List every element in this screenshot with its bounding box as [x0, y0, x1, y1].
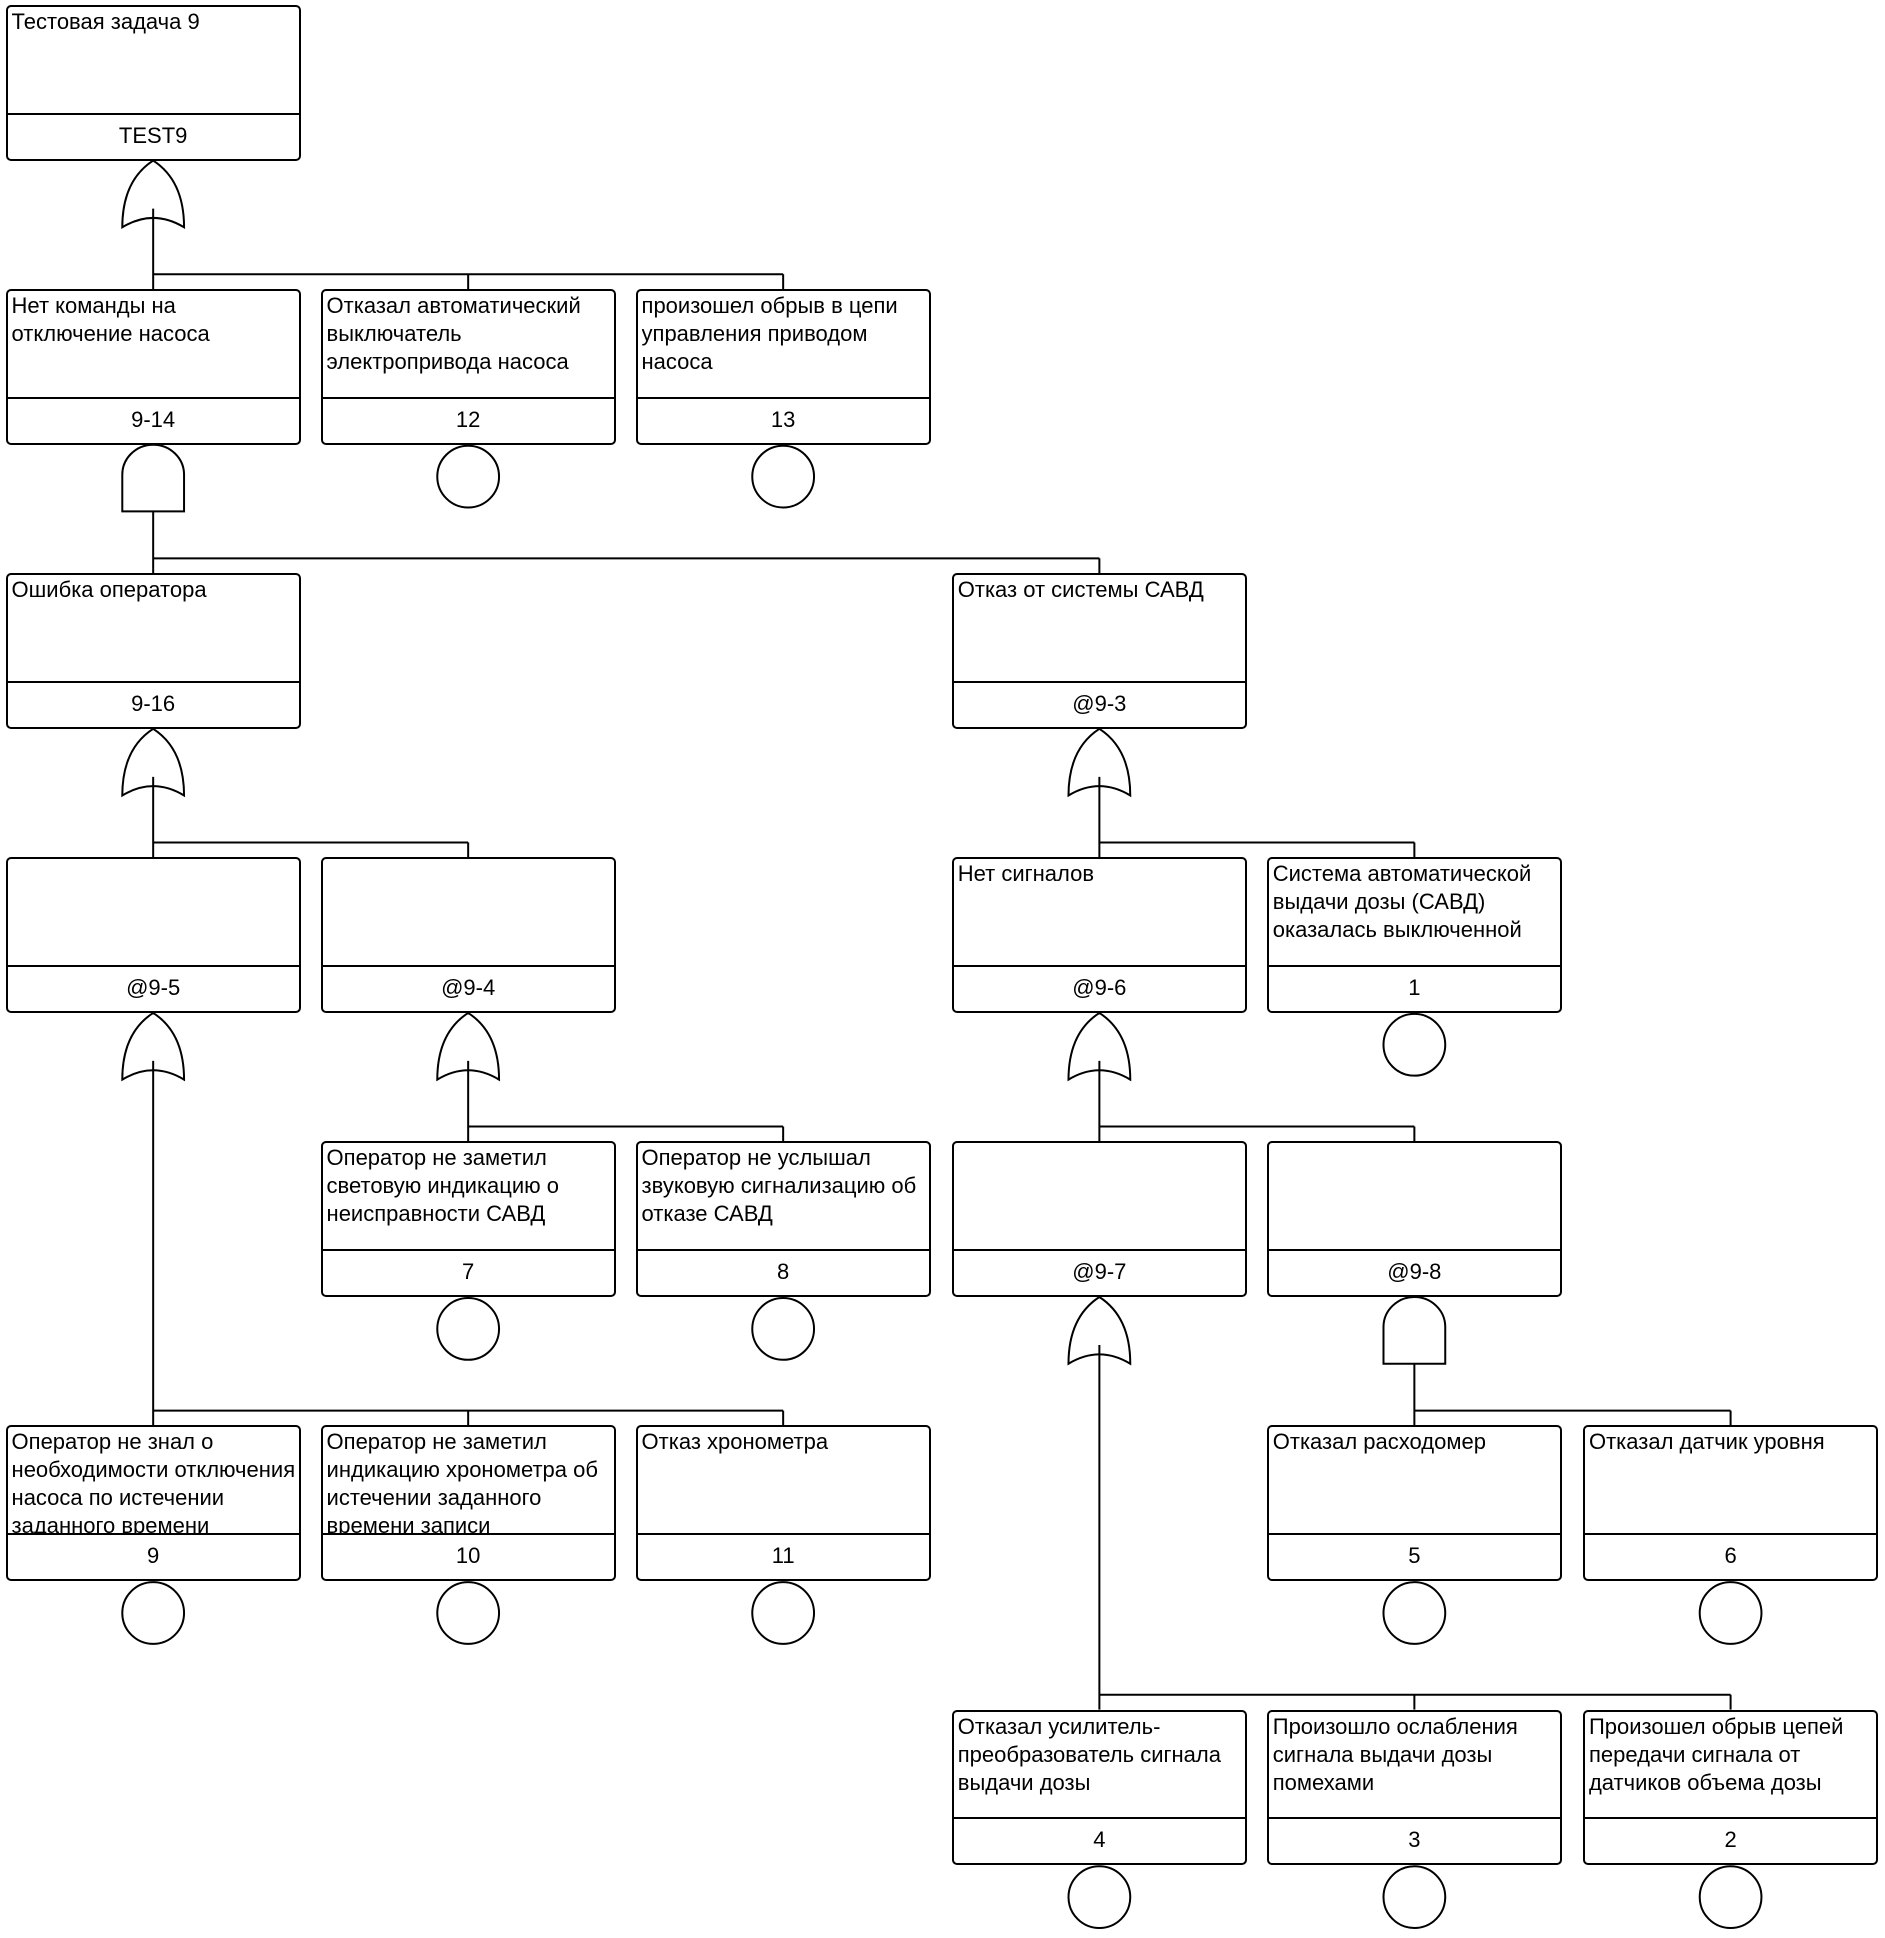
event-box-n9_3: Отказ от системы САВД @9-3 [951, 573, 1247, 729]
event-id: 2 [1584, 1817, 1877, 1863]
event-id: TEST9 [7, 112, 299, 159]
event-description [1273, 1144, 1557, 1249]
event-box-n13: произошел обрыв в цепи управления привод… [635, 289, 931, 445]
event-box-n9: Оператор не знал о необходимости отключе… [5, 1425, 301, 1582]
event-box-n12: Отказал автоматический выключатель элект… [320, 289, 616, 445]
event-box-n7: Оператор не заметил световую индикацию о… [320, 1141, 616, 1298]
event-description: Оператор не услышал звуковую сигнализаци… [641, 1145, 917, 1227]
event-id: 3 [1268, 1817, 1560, 1863]
event-description: Произошел обрыв цепей передачи сигнала о… [1588, 1713, 1844, 1795]
event-id: @9-8 [1268, 1249, 1560, 1295]
and-gate-icon [121, 443, 186, 513]
basic-event-circle [751, 1581, 816, 1645]
event-description: Оператор не заметил индикацию хронометра… [326, 1429, 598, 1534]
event-box-n9_6: Нет сигналов @9-6 [951, 857, 1247, 1013]
basic-event-circle [436, 444, 501, 509]
event-description: Оператор не заметил световую индикацию о… [326, 1145, 560, 1227]
event-description: Отказал усилитель-преобразователь сигнал… [957, 1713, 1221, 1795]
event-id: 12 [322, 396, 614, 443]
basic-event-circle [1382, 1581, 1447, 1645]
event-description: Отказ от системы САВД [957, 577, 1204, 603]
event-box-n9_7: @9-7 [951, 1141, 1247, 1298]
event-box-n3: Произошло ослабления сигнала выдачи дозы… [1266, 1709, 1562, 1866]
event-box-n5: Отказал расходомер 5 [1266, 1425, 1562, 1582]
event-box-n2: Произошел обрыв цепей передачи сигнала о… [1582, 1709, 1879, 1866]
basic-event-circle [436, 1297, 501, 1361]
event-id: 6 [1584, 1533, 1877, 1579]
basic-event-circle [751, 1297, 816, 1361]
event-id: 13 [637, 396, 929, 443]
event-description: Система автоматической выдачи дозы (САВД… [1272, 861, 1532, 943]
basic-event-circle [436, 1581, 501, 1645]
event-box-n9_14: Нет команды на отключение насоса 9-14 [5, 289, 301, 445]
event-id: @9-3 [953, 680, 1245, 727]
event-box-n9_4: @9-4 [320, 857, 616, 1013]
event-description: Произошло ослабления сигнала выдачи дозы… [1272, 1713, 1518, 1795]
event-box-n9_8: @9-8 [1266, 1141, 1562, 1298]
basic-event-circle [1067, 1865, 1132, 1929]
event-description: Нет сигналов [957, 861, 1095, 887]
basic-event-circle [1382, 1865, 1447, 1929]
event-box-n10: Оператор не заметил индикацию хронометра… [320, 1425, 616, 1582]
event-description [12, 860, 296, 965]
event-description: Нет команды на отключение насоса [11, 293, 210, 347]
event-box-n4: Отказал усилитель-преобразователь сигнал… [951, 1709, 1247, 1866]
basic-event-circle [751, 444, 816, 509]
event-id: @9-5 [7, 964, 299, 1011]
event-id: 11 [637, 1533, 929, 1579]
event-description: Отказ хронометра [641, 1429, 829, 1455]
event-id: @9-6 [953, 964, 1245, 1011]
event-id: 4 [953, 1817, 1245, 1863]
event-description: Ошибка оператора [11, 577, 207, 603]
event-id: 9-16 [7, 680, 299, 727]
event-id: 9-14 [7, 396, 299, 443]
event-id: 1 [1268, 964, 1560, 1011]
basic-event-circle [1382, 1012, 1447, 1077]
event-id: 7 [322, 1249, 614, 1295]
event-description: Отказал расходомер [1272, 1429, 1486, 1455]
event-description: Оператор не знал о необходимости отключе… [11, 1429, 296, 1534]
event-id: @9-4 [322, 964, 614, 1011]
event-description: Тестовая задача 9 [11, 8, 200, 34]
event-box-n9_16: Ошибка оператора 9-16 [5, 573, 301, 729]
event-id: 5 [1268, 1533, 1560, 1579]
event-box-test9: Тестовая задача 9 TEST9 [5, 4, 301, 161]
event-id: @9-7 [953, 1249, 1245, 1295]
event-description: Отказал автоматический выключатель элект… [326, 293, 581, 375]
event-id: 9 [7, 1533, 299, 1579]
and-gate-icon [1382, 1296, 1447, 1365]
event-id: 8 [637, 1249, 929, 1295]
event-box-n8: Оператор не услышал звуковую сигнализаци… [635, 1141, 931, 1298]
event-id: 10 [322, 1533, 614, 1579]
basic-event-circle [121, 1581, 186, 1645]
event-box-n1: Система автоматической выдачи дозы (САВД… [1266, 857, 1562, 1013]
event-box-n9_5: @9-5 [5, 857, 301, 1013]
event-description: произошел обрыв в цепи управления привод… [641, 293, 898, 375]
event-box-n11: Отказ хронометра 11 [635, 1425, 931, 1582]
event-description [958, 1144, 1242, 1249]
event-description [327, 860, 611, 965]
event-box-n6: Отказал датчик уровня 6 [1582, 1425, 1879, 1582]
basic-event-circle [1698, 1581, 1763, 1645]
event-description: Отказал датчик уровня [1588, 1429, 1825, 1455]
basic-event-circle [1698, 1865, 1763, 1929]
